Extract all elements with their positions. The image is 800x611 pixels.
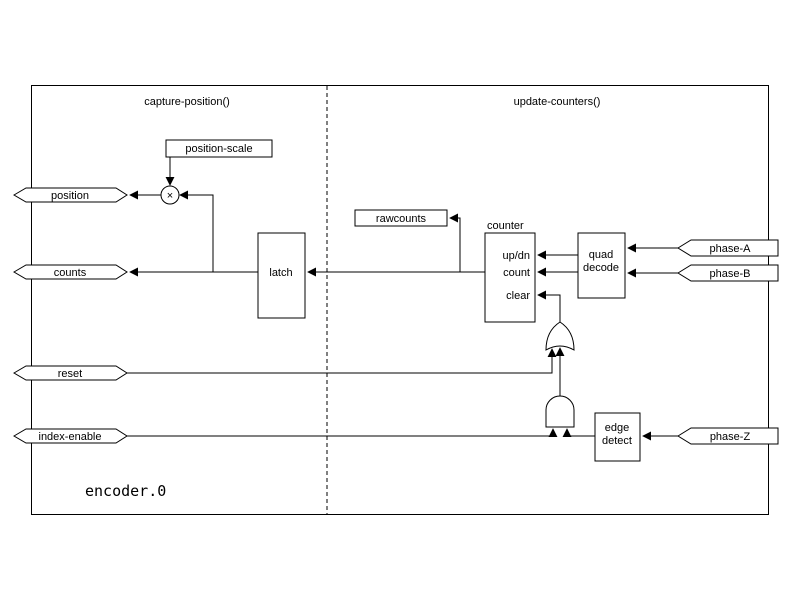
- multiplier-circle: [160, 185, 180, 205]
- and-gate: [545, 395, 575, 428]
- counter-port-updn: up/dn: [502, 250, 530, 262]
- latch-box: [257, 232, 306, 319]
- quad-decode-box: [577, 232, 626, 299]
- position-pin: [13, 187, 128, 203]
- counter-box: [484, 232, 536, 323]
- edge-detect-label-line1: edge: [605, 422, 629, 434]
- phase-a-pin-label: phase-A: [710, 243, 752, 255]
- counter-port-count: count: [503, 267, 530, 279]
- phase-b-pin: [677, 264, 779, 282]
- quad-decode-label-line2: decode: [583, 262, 619, 274]
- latch-label: latch: [269, 267, 292, 279]
- position-scale-box: [165, 139, 273, 158]
- counts-pin: [13, 264, 128, 280]
- reset-pin: [13, 365, 128, 381]
- position-scale-label: position-scale: [185, 143, 252, 155]
- counter-port-clear: clear: [506, 290, 530, 302]
- index-enable-pin: [13, 428, 128, 444]
- edge-detect-label-line2: detect: [602, 435, 632, 447]
- phase-a-pin: [677, 239, 779, 257]
- counts-pin-label: counts: [54, 267, 87, 279]
- wire-reset-to-or: [127, 348, 557, 374]
- rawcounts-box: [354, 209, 448, 227]
- phase-z-pin: [677, 427, 779, 445]
- quad-decode-label-line1: quad: [589, 249, 613, 261]
- left-section-label: capture-position(): [144, 96, 230, 108]
- wire-index-to-and: [127, 428, 558, 438]
- counter-label: counter: [487, 220, 524, 232]
- multiply-icon: ×: [167, 190, 173, 202]
- position-pin-label: position: [51, 190, 89, 202]
- rawcounts-label: rawcounts: [376, 213, 427, 225]
- edge-detect-box: [594, 412, 641, 462]
- reset-pin-label: reset: [58, 368, 82, 380]
- wire-counter-to-rawcounts: [449, 213, 461, 272]
- component-title: encoder.0: [85, 482, 166, 500]
- phase-b-pin-label: phase-B: [710, 268, 751, 280]
- index-enable-pin-label: index-enable: [39, 431, 102, 443]
- wire-edge-to-and: [562, 428, 595, 438]
- outer-border: [31, 85, 769, 515]
- or-gate: [545, 321, 575, 351]
- phase-z-pin-label: phase-Z: [710, 431, 751, 443]
- right-section-label: update-counters(): [514, 96, 601, 108]
- wire-or-to-clear: [537, 290, 561, 322]
- wire-latch-to-multiplier: [179, 190, 214, 272]
